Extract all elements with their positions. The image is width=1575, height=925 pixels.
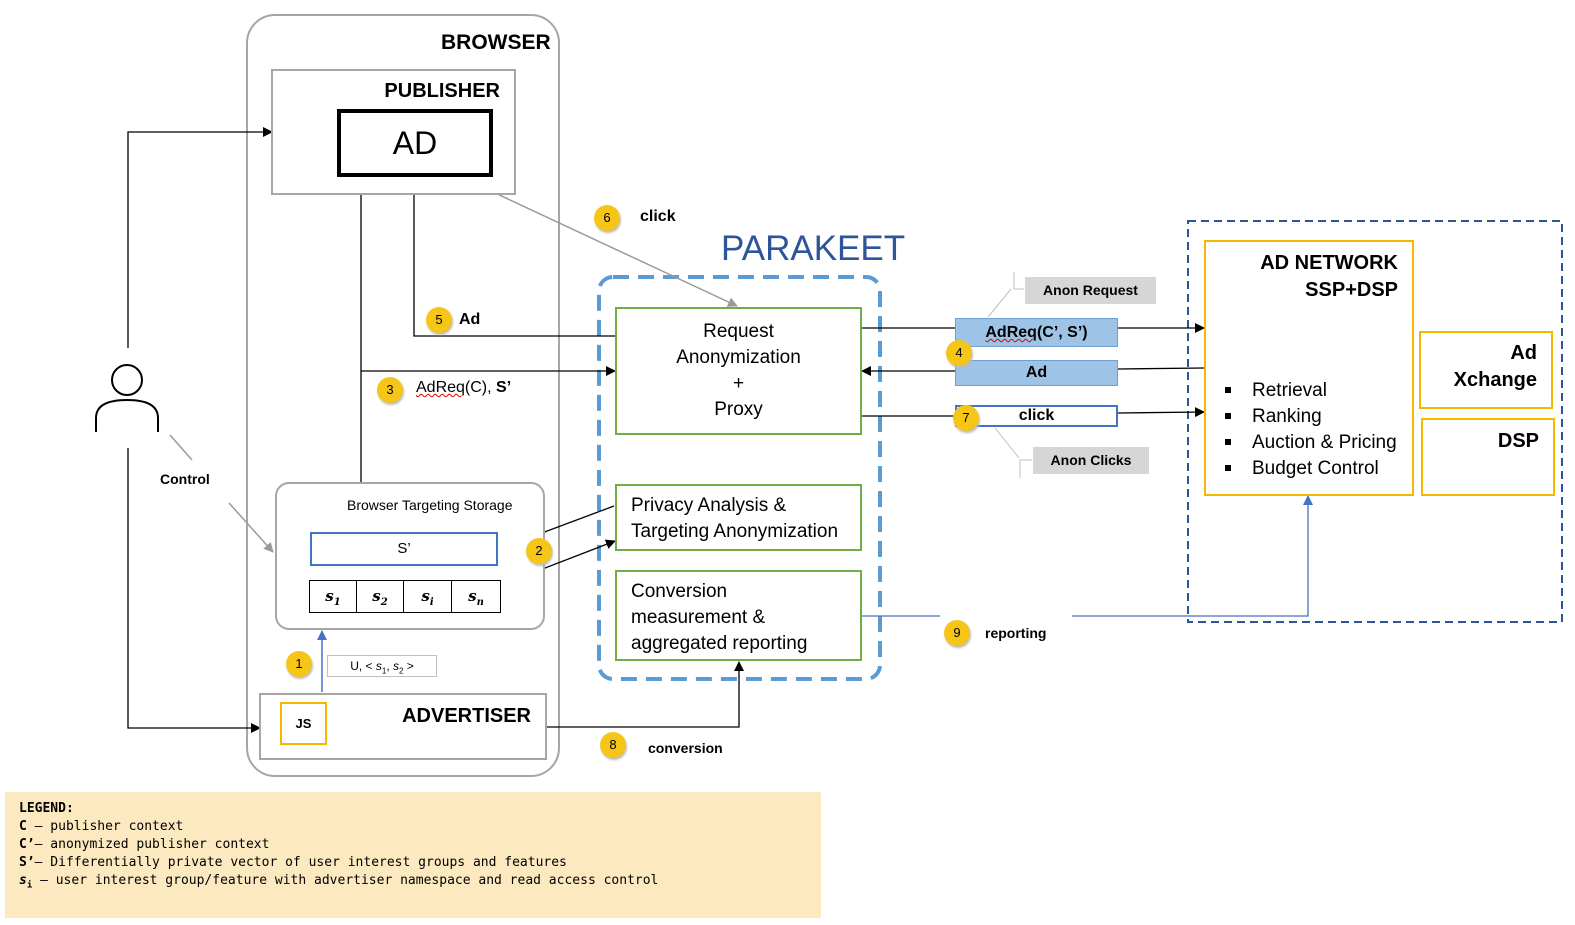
request-line-4: Proxy: [714, 399, 763, 420]
conversion-line-3: aggregated reporting: [631, 633, 808, 654]
parakeet-title: PARAKEET: [721, 229, 906, 268]
step-7-marker: 7: [953, 405, 979, 431]
conversion-arrow: [547, 661, 744, 728]
anon-request-tag: Anon Request: [1025, 277, 1156, 304]
dsp-box[interactable]: DSP: [1421, 418, 1555, 496]
parakeet-frame: [597, 275, 882, 681]
bullet-1: [1225, 387, 1231, 393]
user-icon: [95, 364, 159, 432]
legend: LEGEND: C – publisher context C’– anonym…: [5, 792, 821, 918]
conversion-line-1: Conversion: [631, 581, 728, 602]
ad-slot[interactable]: AD: [337, 109, 493, 177]
step-5-label: Ad: [459, 311, 481, 328]
step-8-label: conversion: [648, 740, 723, 756]
browser-title: BROWSER: [441, 31, 551, 54]
legend-title: LEGEND:: [19, 801, 74, 816]
legend-row-s-prime: S’– Differentially private vector of use…: [19, 855, 567, 870]
privacy-analysis-box[interactable]: Privacy Analysis & Targeting Anonymizati…: [615, 484, 862, 551]
ad-xchange-line-2: Xchange: [1453, 369, 1537, 391]
advertiser-update-tag: U, < s1, s2 >: [327, 655, 437, 677]
conversion-measurement-box[interactable]: Conversion measurement & aggregated repo…: [615, 570, 862, 661]
browser-frame: [246, 14, 560, 777]
user-to-publisher-arrow: [127, 127, 273, 348]
step-6-label: click: [640, 208, 676, 225]
legend-row-c: C – publisher context: [19, 819, 184, 834]
advertiser-title: ADVERTISER: [402, 705, 531, 727]
privacy-line-2: Targeting Anonymization: [631, 521, 839, 542]
request-anonymization-box[interactable]: Request Anonymization + Proxy: [615, 307, 862, 435]
control-arrow-a: [169, 434, 193, 461]
legend-row-c-prime: C’– anonymized publisher context: [19, 837, 270, 852]
conversion-line-2: measurement &: [631, 607, 766, 628]
ad-return-line-a: [1117, 367, 1205, 370]
step-2-marker: 2: [526, 538, 552, 564]
bullet-4: [1225, 465, 1231, 471]
step-3-label: AdReq(C), S’: [416, 379, 512, 396]
advertiser-js-box[interactable]: JS: [280, 702, 327, 745]
control-arrow-b: [228, 502, 274, 553]
user-to-advertiser-arrow: [127, 448, 261, 733]
s-prime-box: S’: [310, 532, 498, 566]
anon-clicks-callout: [1019, 459, 1032, 478]
step-9-label: reporting: [985, 625, 1047, 641]
request-line-2: Anonymization: [676, 347, 801, 368]
dsp-label: DSP: [1497, 430, 1539, 452]
click-message: click: [955, 405, 1118, 427]
ad-network-frame: [1187, 220, 1563, 623]
anon-clicks-callout-b: [994, 427, 1020, 459]
anon-request-callout-b: [987, 288, 1012, 318]
anon-clicks-tag: Anon Clicks: [1033, 447, 1149, 474]
ad-network-title-1: AD NETWORK: [1260, 252, 1398, 274]
step-4-marker: 4: [946, 340, 972, 366]
segment-s2: s2: [356, 580, 404, 613]
control-label: Control: [160, 471, 210, 487]
ad-network-item-retrieval: Retrieval: [1252, 380, 1327, 401]
ad-network-title-2: SSP+DSP: [1305, 279, 1398, 301]
click-line: [462, 177, 738, 307]
step-8-marker: 8: [600, 732, 626, 758]
targeting-storage-title: Browser Targeting Storage: [347, 497, 513, 513]
step-1-marker: 1: [286, 651, 312, 677]
ad-network-item-ranking: Ranking: [1252, 406, 1322, 427]
ad-response-arrow: [409, 177, 615, 337]
publisher-title: PUBLISHER: [384, 80, 500, 102]
segment-s1: s1: [309, 580, 357, 613]
s-prime-label: S’: [397, 540, 411, 557]
segment-sn: sn: [451, 580, 501, 613]
step-9-marker: 9: [944, 620, 970, 646]
privacy-line-1: Privacy Analysis &: [631, 495, 787, 516]
request-line-1: Request: [703, 321, 774, 342]
legend-row-si: si – user interest group/feature with ad…: [19, 873, 659, 891]
segment-si: si: [403, 580, 452, 613]
ad-network-item-auction: Auction & Pricing: [1252, 432, 1397, 453]
bullet-3: [1225, 439, 1231, 445]
request-line-3: +: [732, 373, 745, 394]
js-label: JS: [295, 716, 312, 731]
reporting-arrow-b: [1072, 495, 1313, 617]
anon-request-callout: [1013, 272, 1024, 290]
step-6-marker: 6: [594, 205, 620, 231]
ad-xchange-box[interactable]: Ad Xchange: [1419, 331, 1553, 409]
anon-click-line-b: [1117, 407, 1205, 418]
bullet-2: [1225, 413, 1231, 419]
ad-network-box[interactable]: AD NETWORK SSP+DSP: [1204, 240, 1414, 496]
ad-message: Ad: [955, 360, 1118, 386]
step-3-marker: 3: [377, 377, 403, 403]
step-5-marker: 5: [426, 307, 452, 333]
ad-xchange-line-1: Ad: [1510, 342, 1537, 364]
anon-adreq-message: AdReq(C’, S’): [955, 318, 1118, 347]
ad-network-item-budget: Budget Control: [1252, 458, 1379, 479]
ad-slot-label: AD: [392, 125, 438, 161]
